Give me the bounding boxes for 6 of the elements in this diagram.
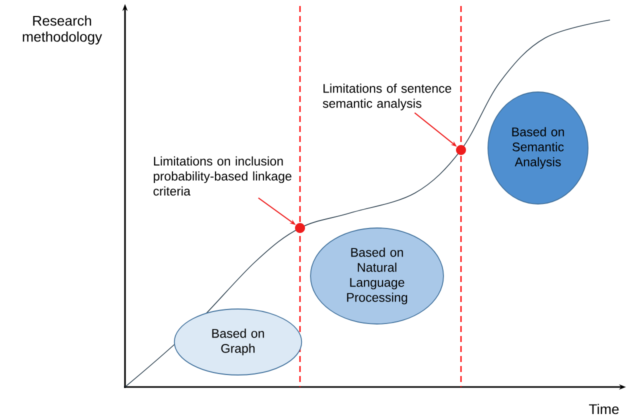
callout-text: Limitations of sentence semantic analysis: [322, 84, 452, 110]
point-marker: [295, 223, 305, 233]
point-marker: [456, 145, 466, 155]
axis-title: Research methodology: [22, 15, 102, 45]
axis-title: Time: [589, 404, 619, 414]
callout-text: Limitations on inclusion probability-based linkage criteria: [154, 156, 292, 196]
